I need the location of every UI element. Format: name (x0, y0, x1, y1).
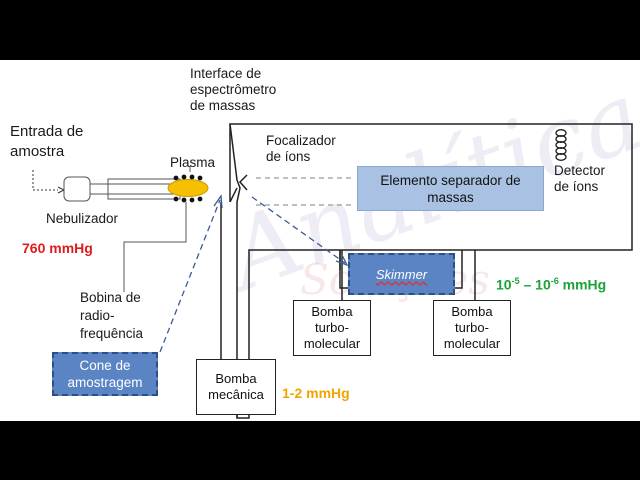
label-nebulizador: Nebulizador (46, 211, 119, 226)
label-bobina: Bobina de radio- frequência (80, 290, 144, 341)
label-entrada-amostra: Entrada de amostra (10, 123, 84, 160)
skimmer-box: Skimmer (348, 253, 455, 295)
pressure-atmospheric: 760 mmHg (22, 240, 93, 256)
pressure-interface: 1-2 mmHg (282, 385, 350, 401)
pressure-high-vacuum: 10-5 – 10-6 mmHg (496, 276, 607, 293)
label-plasma: Plasma (170, 155, 216, 170)
label-detector: Detector de íons (554, 163, 606, 194)
label-interface: Interface de espectrômetro de massas (190, 66, 277, 113)
diagram-canvas: Analítica Soluções (0, 60, 640, 421)
label-focalizador: Focalizador de íons (266, 133, 336, 164)
